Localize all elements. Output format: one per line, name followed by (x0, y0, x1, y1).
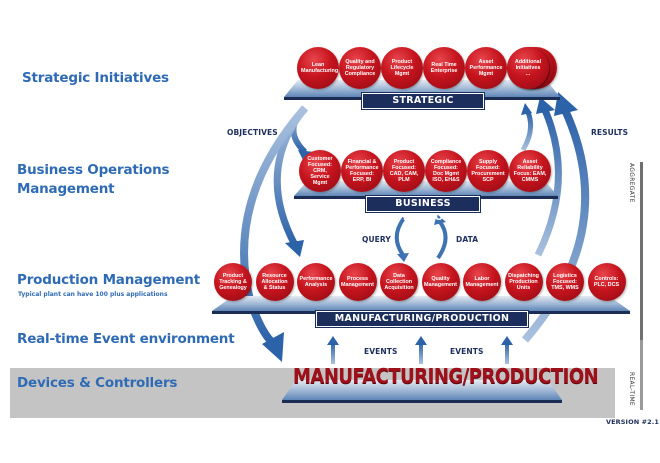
production-operation-label: Logistics Focused: TMS, WMS (551, 273, 579, 291)
production-operation-label: Dispatching Production Units (508, 273, 539, 291)
events-arrow-2-shaft (419, 343, 423, 364)
results-arrowhead-production (536, 97, 555, 114)
business-operation-5: Supply Focused: Procurement SCP (467, 150, 509, 192)
business-operation-1: Customer Focused: CRM, Service Mgmt (299, 150, 341, 192)
business-operation-label: Compliance Focused: Doc Mgmt ISO, EH&S (430, 159, 462, 183)
production-operation-7: Labor Management (463, 263, 501, 301)
production-operation-label: Product Tracking & Genealogy (219, 273, 247, 291)
strategic-initiative-label: Product Lifecycle Mgmt (390, 59, 414, 77)
events-arrowhead-2 (415, 336, 427, 345)
events-arrow-3-shaft (505, 343, 509, 364)
production-operation-label: Data Collection Acquisition (384, 273, 414, 291)
business-operation-label: Customer Focused: CRM, Service Mgmt (307, 156, 333, 186)
objectives-arrowhead-devices (262, 332, 284, 362)
production-operation-10: Controls: PLC, DCS (587, 263, 626, 301)
production-operation-8: Dispatching Production Units (504, 263, 543, 301)
strategic-initiative-4: Real Time Enterprise (423, 47, 465, 89)
strategic-initiative-label: Quality and Regulatory Compliance (344, 59, 376, 77)
production-operation-label: Resource Allocation & Status (261, 273, 288, 291)
objectives-arrowhead-production (285, 240, 304, 257)
business-operation-4: Compliance Focused: Doc Mgmt ISO, EH&S (425, 150, 467, 192)
production-operation-label: Controls: PLC, DCS (593, 276, 620, 288)
business-operation-2: Financial & Performance Focused: ERP, BI (341, 150, 383, 192)
business-operation-6: Asset Reliability Focus: EAM, CMMS (509, 150, 551, 192)
results-arrow-from-business (520, 111, 534, 152)
production-operation-6: Quality Management (421, 263, 460, 301)
strategic-shelf-title: STRATEGIC INITIATIVES (362, 93, 484, 120)
query-arrowhead (397, 253, 409, 262)
business-operation-label: Supply Focused: Procurement SCP (471, 159, 505, 183)
query-arrow (394, 216, 406, 257)
events-label-2: EVENTS (450, 347, 484, 356)
events-arrow-1-shaft (331, 343, 335, 364)
events-label-1: EVENTS (364, 347, 398, 356)
strategic-initiative-label: Real Time Enterprise (430, 62, 458, 74)
results-arrow-from-production (534, 108, 562, 257)
production-shelf-title: MANUFACTURING/PRODUCTION OPERATIONS (316, 311, 528, 338)
base-shelf (282, 380, 562, 403)
scale-bar-aggregate (640, 162, 643, 372)
production-operation-label: Labor Management (465, 276, 499, 288)
production-operation-3: Performance Analysis (297, 263, 335, 301)
realtime-label: REAL-TIME (628, 372, 635, 407)
objectives-label: OBJECTIVES (227, 128, 278, 137)
layer-label-devices: Devices & Controllers (17, 375, 178, 391)
strategic-initiative-label: Additional Initiatives ... (514, 59, 542, 77)
strategic-initiative-3: Product Lifecycle Mgmt (381, 47, 423, 89)
business-operation-3: Product Focused: CAD, CAM, PLM (383, 150, 425, 192)
query-label: QUERY (362, 235, 391, 244)
layer-label-production: Production Management (17, 272, 200, 288)
production-operation-label: Quality Management (424, 276, 457, 288)
data-arrow (436, 220, 448, 260)
production-operation-4: Process Management (338, 263, 377, 301)
strategic-initiative-label: Asset Performance Mgmt (469, 59, 503, 77)
version-label: VERSION #2.1 (606, 418, 659, 426)
production-operation-label: Process Management (341, 276, 374, 288)
strategic-initiative-2: Quality and Regulatory Compliance (339, 47, 381, 89)
results-arrowhead-devices (554, 92, 578, 116)
layer-label-strategic: Strategic Initiatives (22, 70, 169, 86)
layer-label-business-line2: Management (17, 181, 115, 197)
layer-label-business-line1: Business Operations (17, 162, 170, 178)
business-shelf-title: BUSINESS OPERATIONS (366, 196, 480, 223)
base-title: MANUFACTURING/PRODUCTION (293, 364, 599, 389)
strategic-initiative-1: Lean Manufacturing (297, 47, 339, 89)
production-operation-1: Product Tracking & Genealogy (214, 263, 252, 301)
production-operation-9: Logistics Focused: TMS, WMS (546, 263, 584, 301)
layer-sublabel-production: Typical plant can have 100 plus applicat… (18, 291, 168, 298)
strategic-initiative-5: Asset Performance Mgmt (465, 47, 507, 89)
strategic-initiative-6: Additional Initiatives ... (507, 47, 549, 89)
production-operation-2: Resource Allocation & Status (255, 263, 294, 301)
strategic-initiative-label: Lean Manufacturing (301, 62, 339, 74)
aggregate-label: AGGREGATE (628, 163, 635, 203)
results-arrowhead-business (521, 103, 532, 115)
business-operation-label: Asset Reliability Focus: EAM, CMMS (513, 159, 547, 183)
business-operation-label: Financial & Performance Focused: ERP, BI (345, 159, 379, 183)
data-arrowhead (434, 214, 446, 225)
results-label: RESULTS (591, 128, 629, 137)
events-arrowhead-3 (501, 336, 513, 345)
events-arrowhead-1 (327, 336, 339, 345)
production-operation-label: Performance Analysis (299, 276, 333, 288)
business-operation-label: Product Focused: CAD, CAM, PLM (389, 159, 419, 183)
production-operation-5: Data Collection Acquisition (380, 263, 418, 301)
layer-label-realtime: Real-time Event environment (17, 331, 235, 347)
scale-bar-realtime (640, 340, 643, 410)
data-label: DATA (456, 235, 479, 244)
